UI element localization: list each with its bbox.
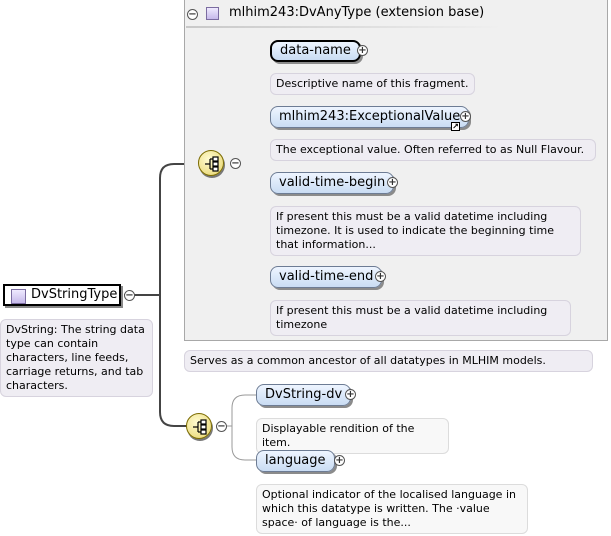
root-element-label: DvStringType (31, 287, 118, 302)
expand-valid-time-end-button[interactable]: + (375, 271, 386, 282)
element-exceptional-value[interactable]: mlhim243:ExceptionalValue (270, 106, 470, 128)
reference-arrow-icon: ↗ (451, 122, 460, 131)
expand-valid-time-begin-button[interactable]: + (387, 177, 398, 188)
root-annotation: DvString: The string data type can conta… (0, 319, 153, 397)
expand-language-button[interactable]: + (334, 455, 345, 466)
element-valid-time-begin[interactable]: valid-time-begin (270, 172, 395, 194)
sequence-compositor-icon[interactable] (186, 413, 212, 439)
extension-collapse-button[interactable]: − (187, 9, 198, 20)
sequence-collapse-button[interactable]: − (216, 421, 227, 432)
sequence-collapse-button[interactable]: − (230, 158, 241, 169)
element-data-name[interactable]: data-name (270, 40, 361, 62)
extension-annotation: Serves as a common ancestor of all datat… (184, 350, 593, 372)
doc-valid-time-end: If present this must be a valid datetime… (270, 300, 571, 336)
doc-exceptional-value: The exceptional value. Often referred to… (270, 139, 596, 161)
doc-valid-time-begin: If present this must be a valid datetime… (270, 206, 581, 256)
root-element-dvstringtype[interactable]: DvStringType (3, 284, 121, 306)
sequence-compositor-icon[interactable] (198, 150, 224, 176)
expand-data-name-button[interactable]: + (357, 45, 368, 56)
element-dvstring-dv[interactable]: DvString-dv (256, 384, 352, 406)
complex-type-icon (11, 289, 26, 304)
complex-type-icon (206, 7, 219, 20)
root-collapse-button[interactable]: − (124, 290, 135, 301)
doc-dvstring-dv: Displayable rendition of the item. (256, 418, 449, 454)
element-language[interactable]: language (256, 450, 335, 472)
extension-base-box (184, 0, 608, 341)
title-divider (186, 26, 502, 28)
element-valid-time-end[interactable]: valid-time-end (270, 266, 383, 288)
expand-dvstring-dv-button[interactable]: + (345, 389, 356, 400)
extension-title: mlhim243:DvAnyType (extension base) (229, 5, 485, 20)
expand-exceptional-value-button[interactable]: + (460, 111, 471, 122)
doc-language: Optional indicator of the localised lang… (256, 484, 528, 534)
doc-data-name: Descriptive name of this fragment. (270, 73, 475, 95)
